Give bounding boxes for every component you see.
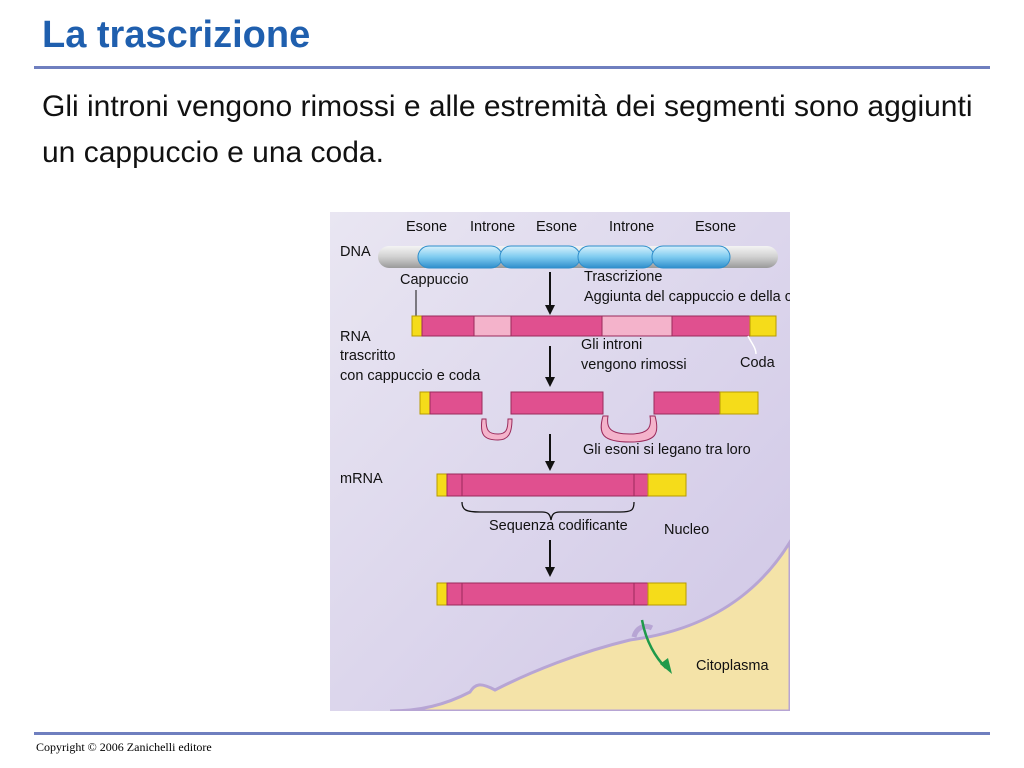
segment-label-intron-2: Introne [609, 219, 654, 235]
step-label-introns-removed-1: Gli introni [581, 337, 642, 353]
cytoplasm-region [389, 539, 790, 711]
mature-mrna-strand [436, 582, 687, 606]
export-arrow-head [660, 658, 672, 674]
rna-label-line-1: RNA [340, 329, 371, 345]
step-label-transcription: Trascrizione [584, 269, 662, 285]
title-divider [34, 66, 990, 69]
coding-sequence-brace [461, 501, 635, 521]
coding-sequence-label: Sequenza codificante [489, 518, 628, 534]
rna-transcript [411, 315, 777, 337]
mrna-label: mRNA [340, 471, 383, 487]
slide-title: La trascrizione [42, 14, 311, 56]
segment-label-exon-1: Esone [406, 219, 447, 235]
step-label-introns-removed-2: vengono rimossi [581, 357, 687, 373]
exon-fragments [419, 391, 759, 415]
dna-double-helix [378, 245, 778, 269]
nuclear-pore [631, 623, 654, 638]
rna-label-line-2: trascritto [340, 348, 396, 364]
cap-label: Cappuccio [400, 272, 469, 288]
segment-label-intron-1: Introne [470, 219, 515, 235]
copyright-notice: Copyright © 2006 Zanichelli editore [36, 740, 212, 754]
tail-label: Coda [740, 355, 776, 371]
step-label-exons-joined: Gli esoni si legano tra loro [583, 442, 751, 458]
segment-label-exon-2: Esone [536, 219, 577, 235]
excised-intron-loops [480, 415, 658, 443]
rna-label-line-3: con cappuccio e coda [340, 368, 481, 384]
footer-divider [34, 732, 990, 735]
mrna-strand [436, 473, 687, 497]
nucleus-label: Nucleo [664, 522, 709, 538]
segment-label-exon-3: Esone [695, 219, 736, 235]
dna-label: DNA [340, 244, 371, 260]
tail-pointer [747, 335, 757, 355]
transcription-figure: Esone Introne Esone Introne Esone DNA Ca… [330, 212, 790, 711]
slide-subtitle: Gli introni vengono rimossi e alle estre… [42, 90, 973, 169]
step-label-cap-tail-addition: Aggiunta del cappuccio e della coda [584, 289, 790, 305]
cytoplasm-label: Citoplasma [696, 658, 769, 674]
